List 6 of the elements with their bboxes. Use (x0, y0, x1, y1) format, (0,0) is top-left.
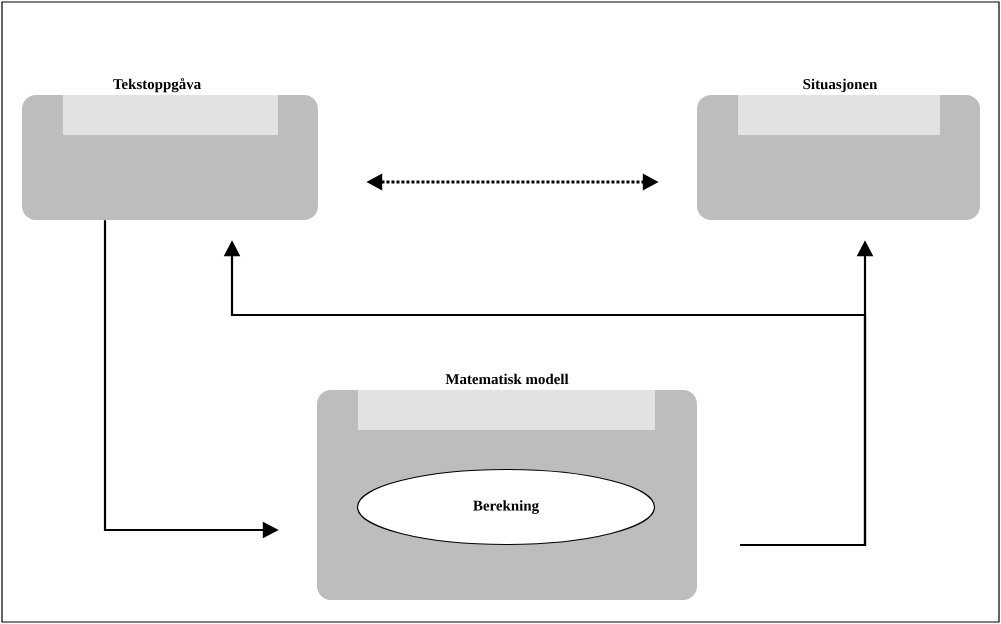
node-label: Situasjonen (803, 78, 878, 93)
node-label: Matematisk modell (445, 373, 569, 385)
process-box: Tekstoppgåva (22, 78, 318, 220)
process-box: Situasjonen (697, 78, 980, 220)
ellipse-node: Berekning (356, 468, 656, 546)
node-label: Tekstoppgåva (113, 78, 201, 93)
